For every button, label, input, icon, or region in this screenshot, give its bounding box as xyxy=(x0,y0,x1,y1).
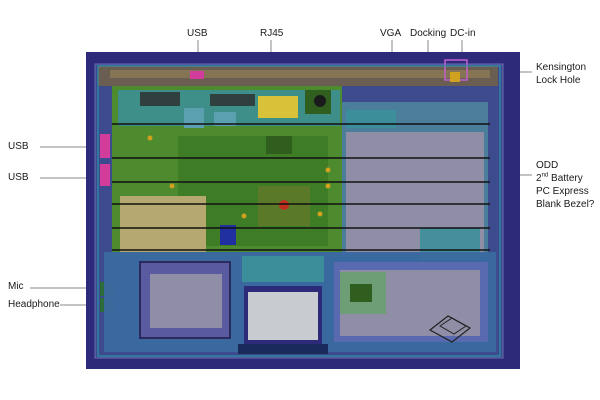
label-docking: Docking xyxy=(410,28,447,39)
left-usb-port-1 xyxy=(100,134,110,158)
callout-lines xyxy=(30,40,532,306)
label-odd: ODD xyxy=(536,160,559,171)
label-headphone: Headphone xyxy=(8,299,60,310)
label-mic: Mic xyxy=(8,281,24,292)
bay-olive xyxy=(120,196,206,252)
label-rj45: RJ45 xyxy=(260,28,284,39)
label-kensington-line2: Lock Hole xyxy=(536,75,581,86)
label-pc-express: PC Express xyxy=(536,186,589,197)
label-top-usb: USB xyxy=(187,28,208,39)
label-kensington-line1: Kensington xyxy=(536,62,587,73)
rj45-port xyxy=(258,96,298,118)
label-blank-bezel: Blank Bezel? xyxy=(536,199,595,210)
label-left-usb-2: USB xyxy=(8,172,29,183)
touchpad-area xyxy=(248,292,318,340)
label-left-usb-1: USB xyxy=(8,141,29,152)
label-dc-in: DC-in xyxy=(450,28,476,39)
label-vga: VGA xyxy=(380,28,402,39)
label-2nd-battery: 2nd Battery xyxy=(536,172,583,184)
left-usb-port-2 xyxy=(100,164,110,186)
top-usb-port xyxy=(190,71,204,79)
